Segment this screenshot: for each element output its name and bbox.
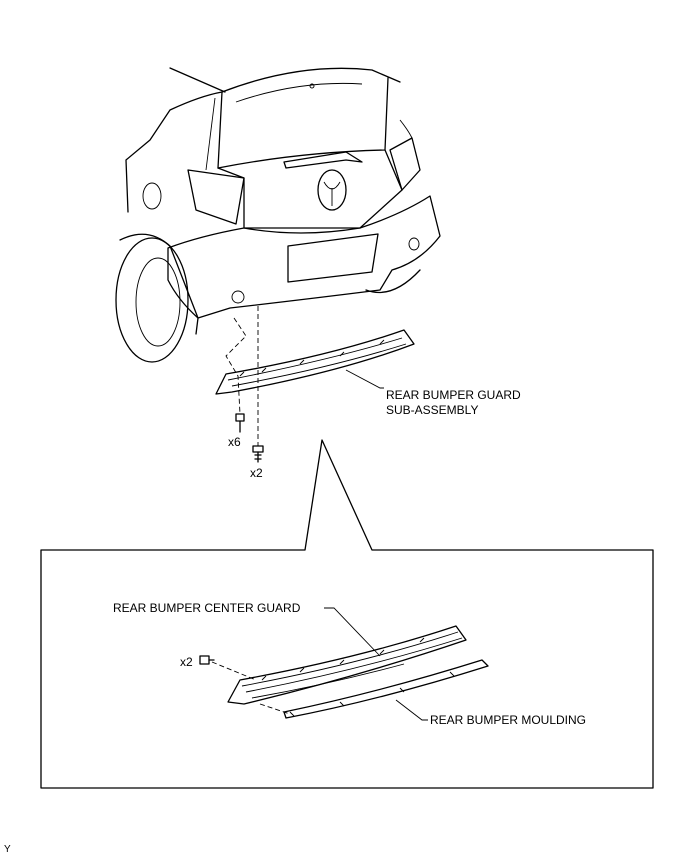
rear-bumper-center-guard-part (227, 625, 467, 705)
rear-bumper-moulding-part (283, 659, 489, 719)
moulding-alignment-line (259, 703, 291, 715)
moulding-leader-line (395, 699, 428, 721)
guard-label-line2: SUB-ASSEMBLY (386, 403, 478, 417)
rear-bumper-guard-part (215, 329, 415, 395)
guard-leader-line (345, 369, 384, 389)
screw-icon (252, 445, 264, 463)
guard-label-line1: REAR BUMPER GUARD (386, 388, 521, 402)
center-guard-leader-line (324, 607, 381, 657)
moulding-label: REAR BUMPER MOULDING (430, 713, 586, 727)
center-guard-screw-quantity: x2 (180, 655, 193, 669)
center-guard-screw-line (211, 661, 257, 681)
screw-icon (199, 655, 215, 665)
clip-quantity: x6 (228, 435, 241, 449)
clip-alignment-line (225, 317, 247, 415)
center-guard-label: REAR BUMPER CENTER GUARD (113, 601, 301, 615)
screw-quantity: x2 (250, 466, 263, 480)
vehicle-rear-illustration (115, 67, 441, 363)
detail-callout-box (40, 439, 654, 789)
clip-icon (235, 413, 245, 433)
corner-mark: Y (4, 844, 11, 855)
